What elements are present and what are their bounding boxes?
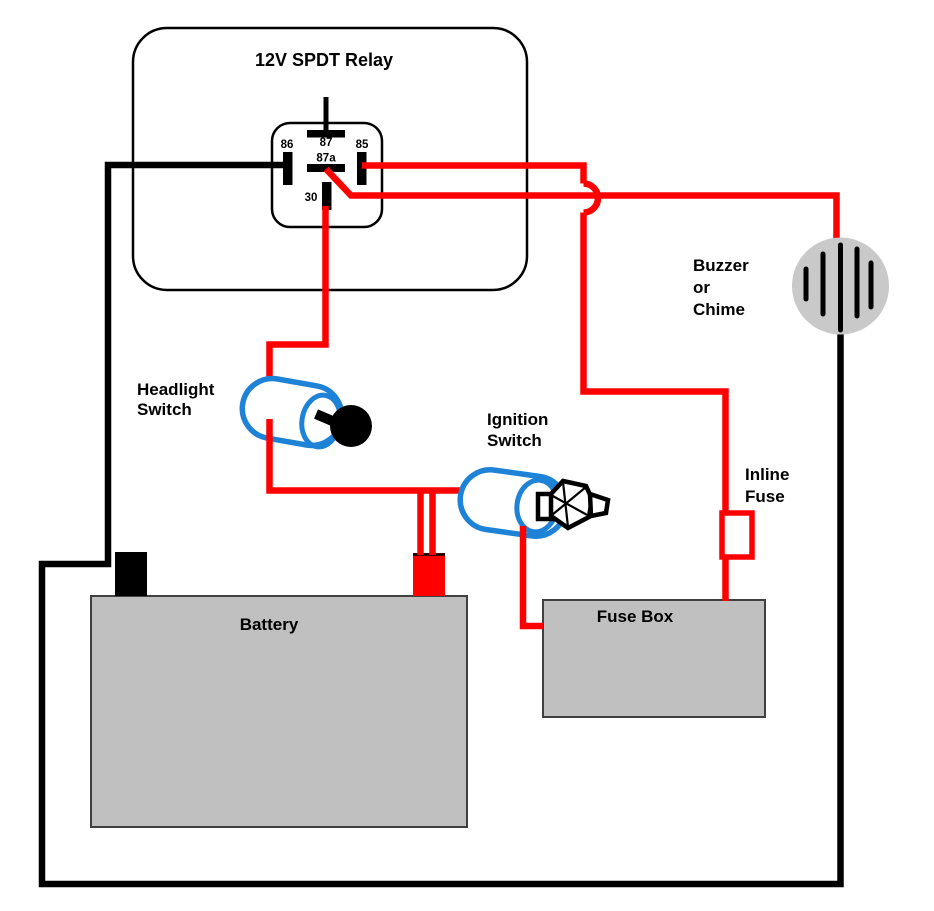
headlight-switch-body bbox=[239, 375, 345, 449]
headlight-switch-label-line2: Switch bbox=[137, 400, 192, 419]
ignition-switch-label: Ignition Switch bbox=[487, 409, 548, 451]
buzzer-label: Buzzer or Chime bbox=[693, 255, 749, 321]
buzzer-label-line1: Buzzer bbox=[693, 256, 749, 275]
buzzer-label-line3: Chime bbox=[693, 300, 745, 319]
wire-headlight-to-ignition bbox=[266, 419, 460, 494]
wire-pin85-to-fusebox bbox=[362, 162, 729, 601]
inline-fuse-label-line2: Fuse bbox=[745, 487, 785, 506]
relay-pin85-blade bbox=[357, 152, 367, 185]
wire-pin30-to-headlight-switch bbox=[266, 206, 329, 388]
fuse-box bbox=[542, 599, 766, 718]
relay-pin30-label: 30 bbox=[305, 192, 318, 204]
headlight-switch-label: Headlight Switch bbox=[137, 380, 214, 420]
fuse-box-label: Fuse Box bbox=[596, 607, 674, 626]
ignition-switch-symbol bbox=[457, 467, 611, 539]
ignition-switch-label-line1: Ignition bbox=[487, 410, 549, 429]
relay-pin86-label: 86 bbox=[281, 139, 294, 151]
ignition-key-grip-tab bbox=[587, 490, 611, 519]
wire-ignition-to-fusebox bbox=[519, 526, 543, 630]
inline-fuse-symbol bbox=[719, 510, 755, 560]
ignition-key-spoke-3 bbox=[551, 486, 587, 516]
relay-pin87a-label: 87a bbox=[316, 153, 336, 165]
inline-fuse-label: Inline Fuse bbox=[745, 464, 789, 508]
headlight-switch-symbol bbox=[239, 375, 372, 450]
relay-pin87-label: 87 bbox=[320, 137, 333, 149]
battery-negative-terminal bbox=[115, 552, 147, 596]
ground-wire-black bbox=[38, 161, 844, 888]
battery-label: Battery bbox=[239, 615, 299, 634]
headlight-switch-knob bbox=[330, 405, 372, 447]
relay-pin87-blade bbox=[307, 130, 345, 138]
headlight-switch-label-line1: Headlight bbox=[137, 380, 215, 399]
relay-pin86-blade bbox=[283, 152, 293, 185]
battery-box bbox=[90, 595, 468, 828]
ignition-key-spoke-2 bbox=[550, 494, 590, 517]
ignition-switch-label-line2: Switch bbox=[487, 431, 542, 450]
battery-positive-terminal bbox=[413, 553, 445, 596]
inline-fuse-label-line1: Inline bbox=[745, 465, 790, 484]
relay-pin30-blade bbox=[322, 182, 332, 210]
relay-pin87a-blade bbox=[307, 164, 345, 172]
relay-pin85-label: 85 bbox=[356, 139, 369, 151]
buzzer-label-line2: or bbox=[693, 278, 710, 297]
relay-title: 12V SPDT Relay bbox=[254, 50, 394, 70]
wire-pin87a-to-buzzer bbox=[323, 166, 840, 241]
ignition-key-head bbox=[548, 478, 595, 531]
